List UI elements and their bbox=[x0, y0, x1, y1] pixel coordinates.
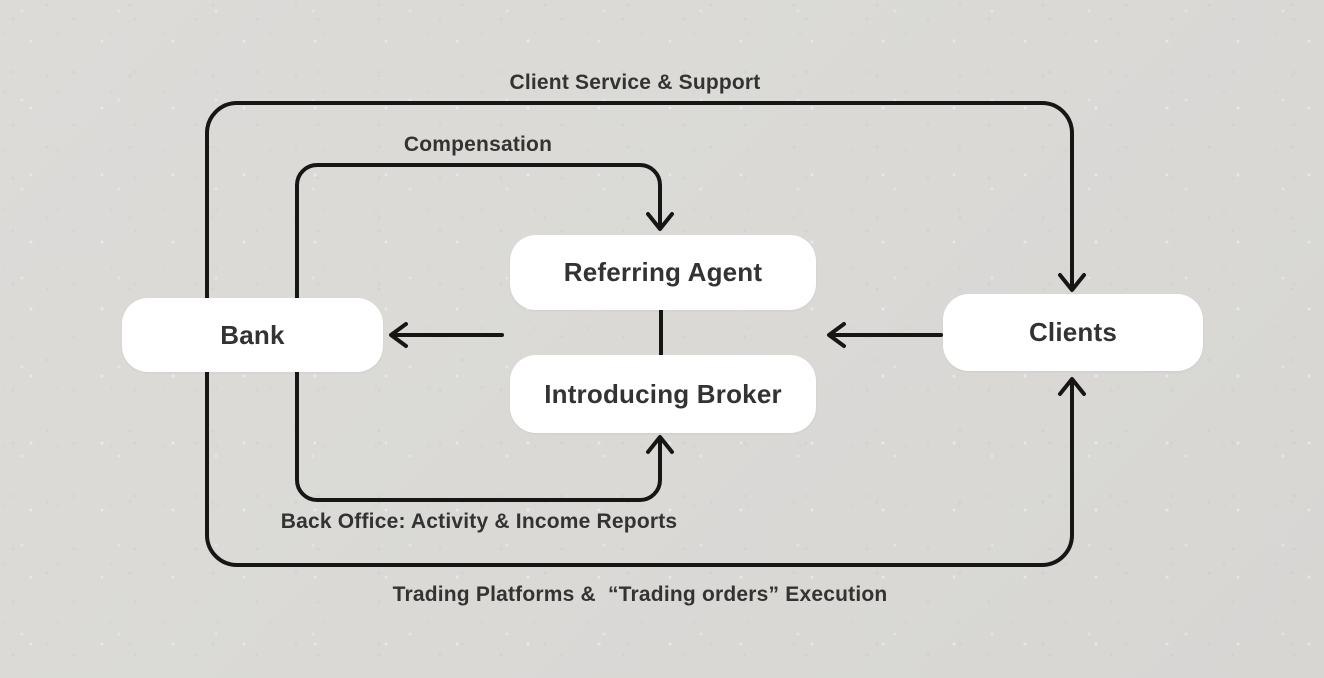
arrowhead-clients-to-broker bbox=[827, 322, 846, 348]
node-introducing-broker: Introducing Broker bbox=[510, 355, 816, 433]
edge-label-trading-platforms: Trading Platforms & “Trading orders” Exe… bbox=[392, 583, 888, 606]
node-referring-agent: Referring Agent bbox=[510, 235, 816, 310]
arrowhead-compensation-down bbox=[646, 212, 674, 231]
node-clients: Clients bbox=[943, 294, 1203, 371]
edge-label-client-service-support: Client Service & Support bbox=[509, 71, 761, 94]
node-clients-label: Clients bbox=[1028, 317, 1118, 347]
node-bank: Bank bbox=[122, 298, 383, 372]
edge-label-back-office-reports: Back Office: Activity & Income Reports bbox=[280, 510, 678, 533]
arrowhead-to-bank bbox=[389, 322, 408, 348]
edge-label-compensation: Compensation bbox=[403, 133, 553, 156]
node-introducing-broker-label: Introducing Broker bbox=[544, 378, 782, 409]
arrowhead-clients-bottom-up bbox=[1058, 377, 1086, 396]
arrowhead-broker-bottom-up bbox=[646, 435, 674, 454]
arrowhead-clients-top-down bbox=[1058, 273, 1086, 292]
node-referring-agent-label: Referring Agent bbox=[563, 257, 763, 287]
node-bank-label: Bank bbox=[220, 319, 285, 350]
